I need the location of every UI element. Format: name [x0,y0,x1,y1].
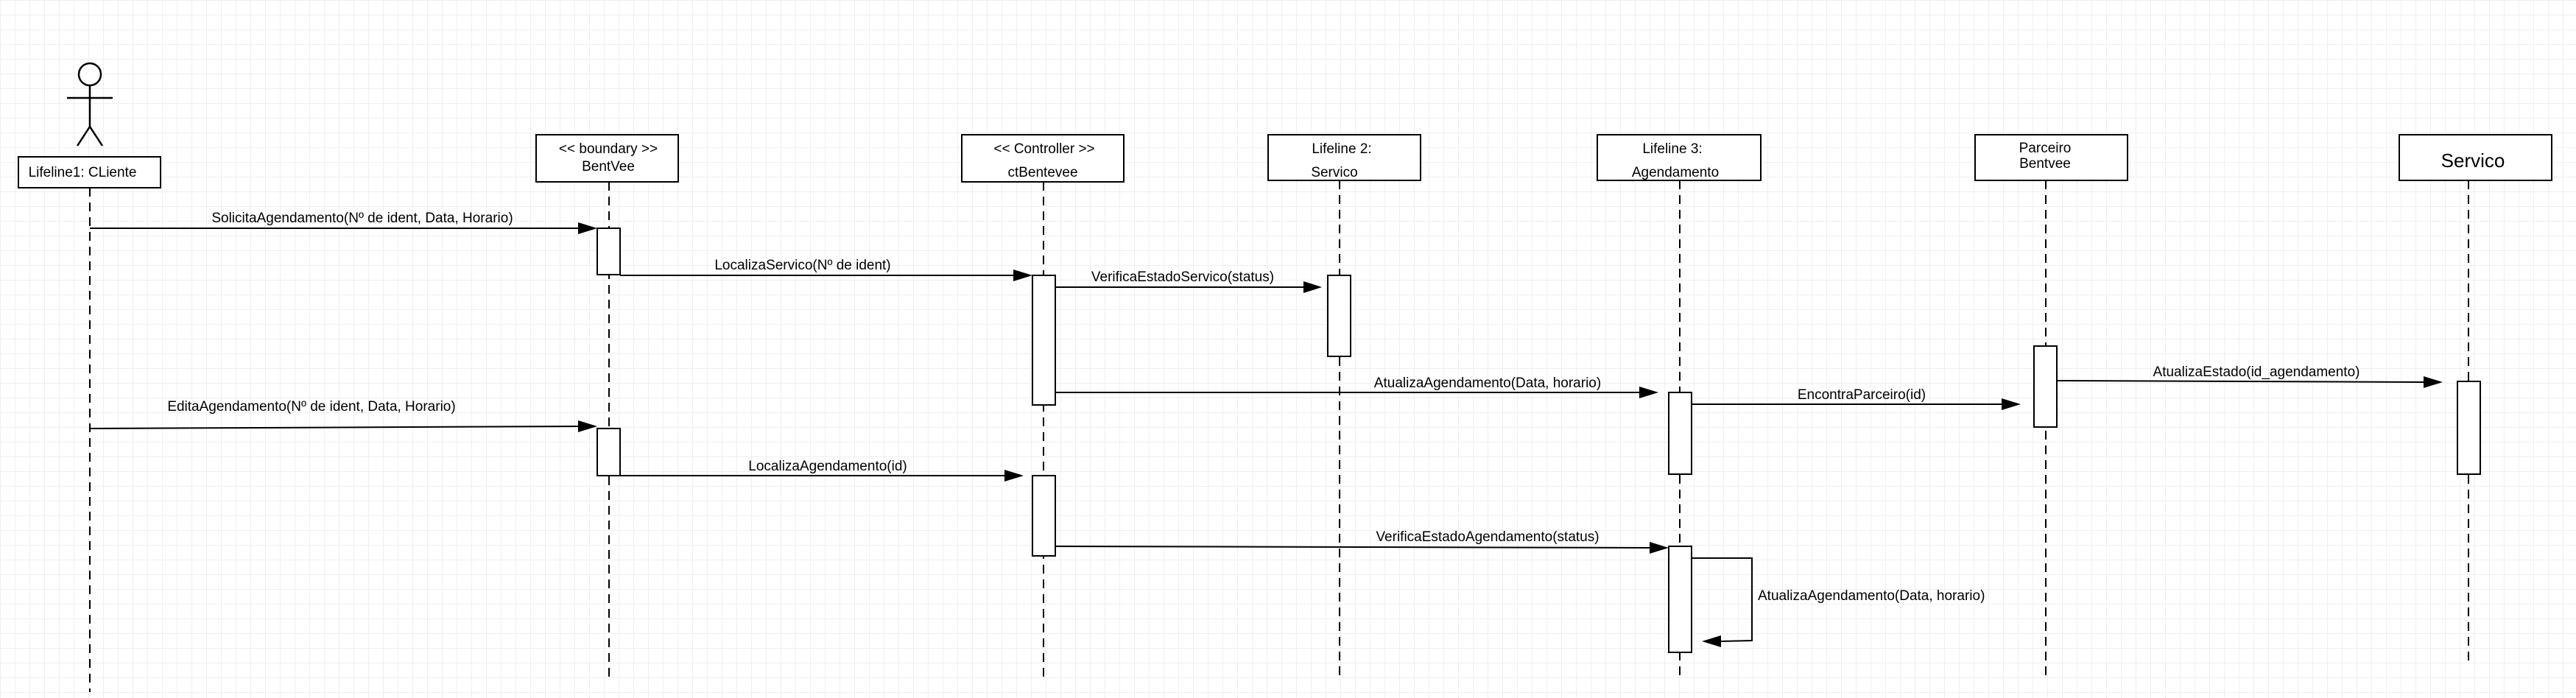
lifeline-servico-2: Lifeline 2: Servico [1267,134,1421,679]
lifeline-label: ctBentevee [1007,165,1077,180]
message-encontra-parceiro[interactable]: EncontraParceiro(id) [1692,387,2021,410]
message-atualiza-agendamento[interactable]: AtualizaAgendamento(Data, horario) [1055,376,1658,398]
message-label: SolicitaAgendamento(Nº de ident, Data, H… [211,211,513,226]
lifeline-box[interactable] [535,134,679,183]
lifeline-box[interactable] [961,134,1125,183]
message-atualiza-estado[interactable]: AtualizaEstado(id_agendamento) [2056,364,2443,388]
lifeline-label: Servico [2441,149,2505,172]
message-label: LocalizaServico(Nº de ident) [714,258,890,273]
activation-bar [1032,275,1056,406]
lifeline-stereotype-label: << boundary >> [559,141,658,157]
lifeline-box[interactable] [1974,134,2128,181]
lifeline-controller: << Controller >> ctBentevee [961,134,1125,679]
message-localiza-agendamento[interactable]: LocalizaAgendamento(id) [620,459,1024,482]
lifeline-label-line-2: Servico [1311,165,1357,180]
message-label: LocalizaAgendamento(id) [748,459,907,474]
lifeline-box[interactable] [1267,134,1421,181]
lifeline-label-line-1: Parceiro [2019,141,2072,156]
arrowhead-icon [1004,470,1024,482]
activation-bar [2033,345,2058,428]
activation-bars [597,228,2481,653]
lifeline-label-line-2: Bentvee [2019,156,2071,172]
lifeline-cliente: Lifeline1: CLiente [18,62,161,692]
lifeline-box[interactable] [2399,134,2552,181]
lifeline-box[interactable] [18,156,161,188]
message-edita-agendamento[interactable]: EditaAgendamento(Nº de ident, Data, Hora… [89,399,597,432]
lifeline-label-line-2: Agendamento [1632,165,1719,180]
arrowhead-icon [1013,269,1032,281]
message-label: VerificaEstadoServico(status) [1091,269,1274,285]
activation-bar [1327,275,1351,357]
lifeline-label-line-1: Lifeline 2: [1312,141,1371,157]
activation-bar [597,228,621,275]
lifeline-label: BentVee [582,159,635,174]
actor-stick-figure-icon [67,62,113,147]
message-verifica-estado-agendamento[interactable]: VerificaEstadoAgendamento(status) [1055,529,1669,554]
activation-bar [1668,392,1692,475]
lifeline-box[interactable] [1597,134,1762,181]
message-verifica-estado-servico[interactable]: VerificaEstadoServico(status) [1055,269,1322,293]
message-self-atualiza-agendamento[interactable]: AtualizaAgendamento(Data, horario) [1692,557,1985,647]
message-label: VerificaEstadoAgendamento(status) [1376,529,1599,545]
activation-bar [597,428,621,476]
message-label: AtualizaEstado(id_agendamento) [2153,364,2360,380]
lifeline-stereotype-label: << Controller >> [993,141,1094,157]
arrowhead-icon [2002,398,2021,410]
message-solicita-agendamento[interactable]: SolicitaAgendamento(Nº de ident, Data, H… [90,211,597,234]
message-label: AtualizaAgendamento(Data, horario) [1374,376,1601,391]
arrowhead-icon [1702,635,1721,647]
lifeline-parceiro: Parceiro Bentvee [1974,134,2128,679]
activation-bar [1668,546,1692,653]
lifeline-boundary: << boundary >> BentVee [535,134,679,679]
message-label: EncontraParceiro(id) [1798,387,1926,403]
lifeline-label: Lifeline1: CLiente [29,165,137,180]
arrowhead-icon [2424,376,2443,388]
activation-bar [2457,381,2481,475]
lifeline-label-line-1: Lifeline 3: [1642,141,1702,157]
arrowhead-icon [1303,281,1322,293]
arrowhead-icon [1650,542,1669,554]
arrowhead-icon [1639,387,1658,398]
message-label: EditaAgendamento(Nº de ident, Data, Hora… [167,399,455,415]
message-label: AtualizaAgendamento(Data, horario) [1758,588,1985,604]
activation-bar [1032,475,1056,557]
message-localiza-servico[interactable]: LocalizaServico(Nº de ident) [620,258,1032,281]
arrowhead-icon [578,420,597,432]
arrowhead-icon [578,222,597,234]
